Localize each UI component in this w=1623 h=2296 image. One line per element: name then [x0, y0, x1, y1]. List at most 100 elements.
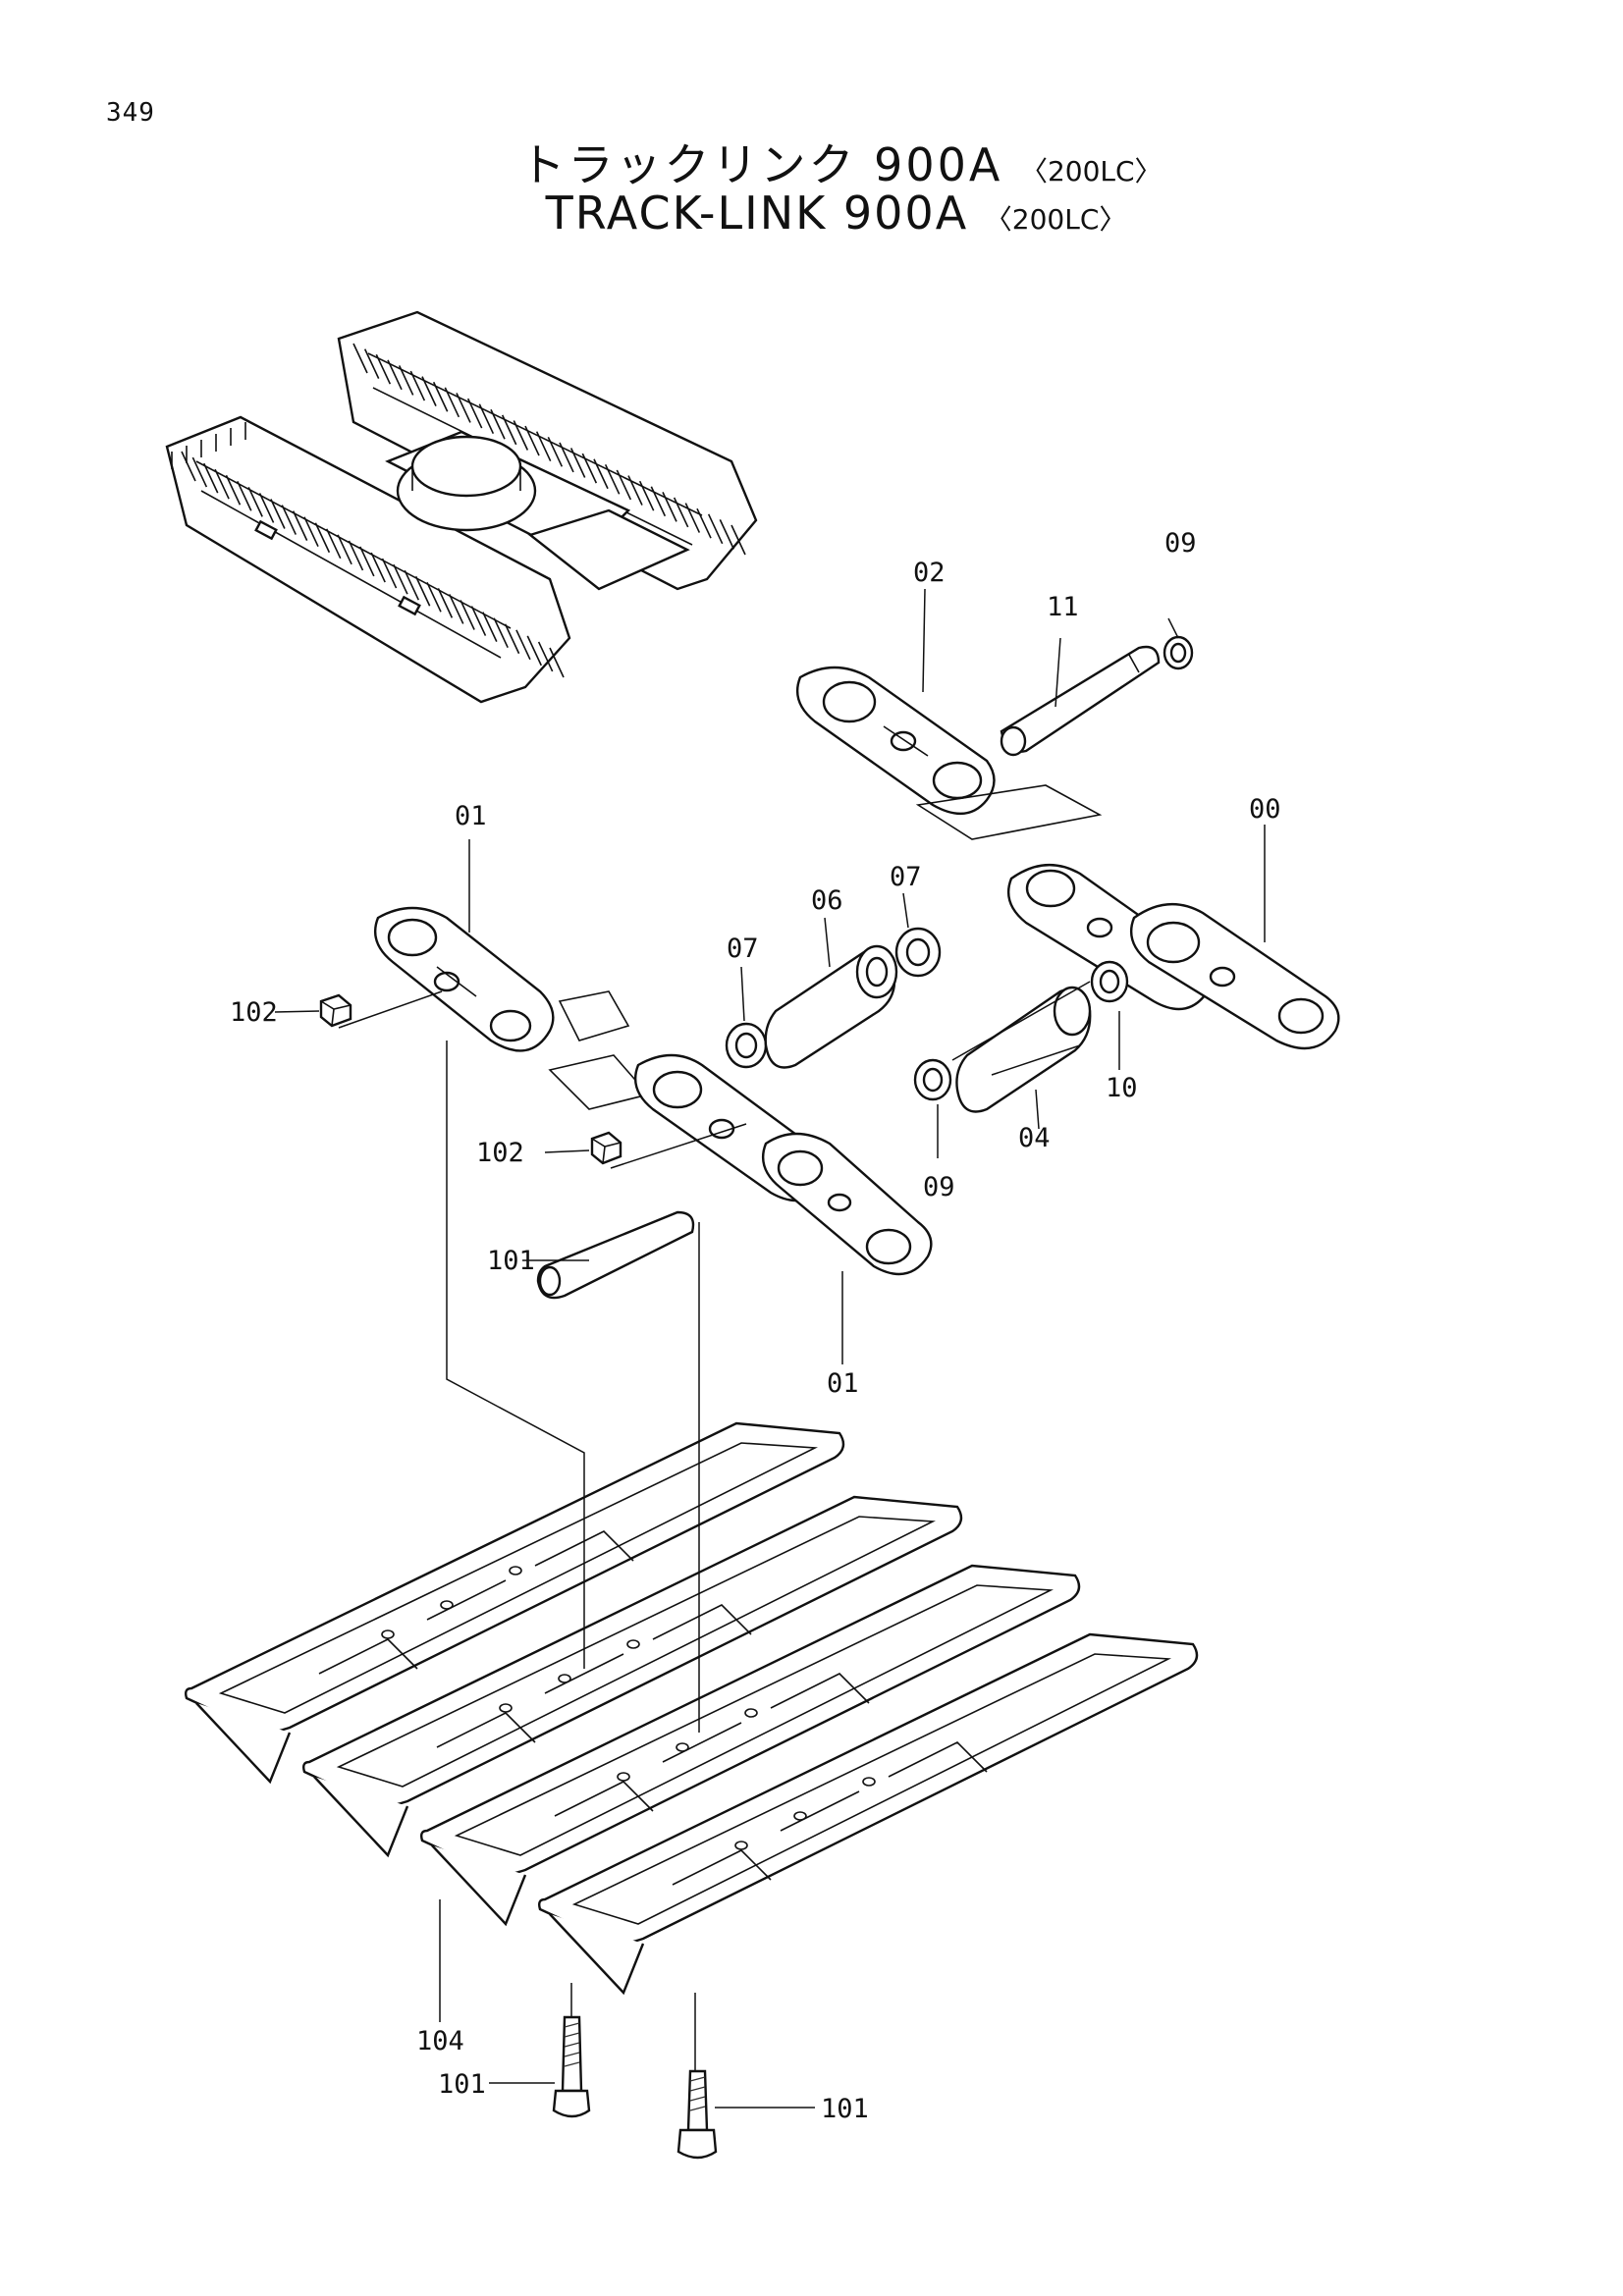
track-tooth-right: [421, 376, 437, 406]
title-japanese: トラックリンク 900A 〈200LC〉: [0, 130, 1623, 194]
leader-lines: [274, 588, 1266, 2109]
bushing-06-illustration: [764, 944, 898, 1069]
track-shoe-bolt-hole: [509, 1566, 522, 1575]
track-tooth-right: [501, 414, 517, 446]
track-tooth-right: [696, 507, 712, 539]
track-tooth-right: [581, 453, 598, 484]
track-tooth-right: [363, 348, 380, 379]
right-track-frame: [337, 310, 758, 591]
track-tooth-left: [537, 641, 554, 672]
track-tooth-left: [460, 600, 475, 630]
callout-part-01-upper: 01: [455, 801, 487, 831]
nut-102-upper-illustration: [319, 993, 352, 1028]
link-00-illustration: [1006, 863, 1340, 1050]
track-shoe-inner-edge: [571, 1653, 1171, 1925]
callout-part-00: 00: [1249, 794, 1281, 825]
track-tooth-right: [604, 463, 621, 495]
track-tooth-left: [381, 558, 398, 589]
track-tooth-left: [270, 499, 286, 529]
track-shoe-rib: [672, 1741, 988, 1886]
callout-part-101-right: 101: [821, 2094, 869, 2124]
track-tooth-left: [437, 588, 454, 618]
track-tooth-right: [673, 497, 689, 528]
title-japanese-main: トラックリンク 900A: [519, 138, 1003, 191]
track-tooth-right: [398, 365, 414, 396]
track-tooth-right: [730, 524, 746, 556]
track-tooth-left: [359, 546, 375, 577]
track-tooth-right: [409, 370, 426, 401]
track-tooth-left: [314, 522, 331, 554]
track-tooth-left: [526, 635, 542, 667]
track-shoe-rib: [554, 1673, 870, 1817]
track-tooth-left: [326, 528, 342, 560]
nut-102-lower-illustration: [590, 1131, 622, 1165]
shim-plate-middle: [548, 990, 650, 1110]
link-pair-lower-illustration: [633, 1053, 933, 1276]
callout-part-09-right: 10: [1106, 1073, 1138, 1103]
track-tooth-right: [616, 469, 632, 501]
ring-08-illustration: [1163, 635, 1194, 670]
track-tooth-right: [535, 431, 552, 462]
center-frame: [385, 430, 690, 591]
page-number: 349: [106, 98, 155, 128]
track-tooth-left: [191, 456, 208, 488]
callout-part-06: 06: [811, 885, 843, 916]
pin-11-illustration: [1000, 645, 1161, 757]
track-tooth-right: [650, 486, 667, 517]
track-shoe-bolt-hole: [793, 1811, 807, 1821]
track-shoe-bolt-hole: [676, 1742, 689, 1752]
washer-07-right-illustration: [894, 927, 942, 978]
track-tooth-left: [337, 534, 352, 565]
track-tooth-left: [414, 575, 431, 607]
title-english-main: TRACK-LINK 900A: [545, 187, 969, 240]
track-shoe-bolt-hole: [617, 1772, 630, 1782]
title-japanese-model-suffix: 〈200LC〉: [1019, 155, 1163, 187]
link-02-illustration: [795, 666, 996, 816]
track-tooth-right: [627, 475, 643, 506]
track-tooth-right: [547, 436, 564, 467]
callout-part-04: 04: [1018, 1123, 1051, 1153]
track-tooth-left: [214, 468, 230, 500]
track-tooth-left: [203, 462, 219, 494]
track-tooth-right: [466, 398, 483, 429]
track-tooth-left: [303, 516, 319, 548]
track-tooth-left: [482, 612, 498, 642]
track-shoe-rib: [436, 1604, 752, 1748]
callout-part-07-right: 07: [890, 862, 922, 892]
track-tooth-left: [393, 563, 408, 595]
title-english-model-suffix: 〈200LC〉: [984, 203, 1127, 236]
track-shoe-grouser: [313, 1776, 409, 1858]
shim-plate-upper: [915, 784, 1103, 840]
track-tooth-left: [225, 474, 242, 506]
track-tooth-right: [352, 343, 368, 374]
track-shoe-bolt-hole: [626, 1639, 640, 1649]
track-tooth-left: [504, 623, 520, 655]
track-shoe-grouser: [195, 1702, 292, 1785]
callout-part-08: 09: [1164, 528, 1197, 559]
track-tooth-right: [524, 425, 540, 456]
track-tooth-right: [638, 480, 655, 511]
washer-09-left-illustration: [913, 1058, 952, 1101]
track-tooth-right: [387, 359, 403, 391]
track-tooth-right: [375, 353, 392, 385]
track-tooth-left: [348, 540, 364, 571]
track-tooth-right: [432, 381, 449, 412]
track-tooth-left: [258, 493, 275, 523]
callout-part-104: 104: [416, 2026, 464, 2056]
track-shoes-illustration: [184, 1421, 1199, 1996]
bushing-04-illustration: [955, 986, 1092, 1113]
bolt-101-left-illustration: [552, 2015, 591, 2118]
track-tooth-left: [549, 647, 565, 678]
callout-part-01-lower: 01: [827, 1368, 859, 1399]
callout-part-102-lower: 102: [476, 1138, 524, 1168]
track-tooth-left: [470, 606, 487, 636]
track-shoe-bolt-hole: [734, 1841, 748, 1850]
track-tooth-right: [444, 387, 460, 418]
track-shoe-bolt-hole: [381, 1629, 395, 1639]
track-tooth-right: [684, 503, 701, 533]
track-tooth-right: [456, 393, 471, 423]
track-tooth-left: [281, 505, 297, 535]
track-shoe-bolt-hole: [440, 1600, 454, 1610]
track-shoe-inner-edge: [218, 1442, 818, 1714]
